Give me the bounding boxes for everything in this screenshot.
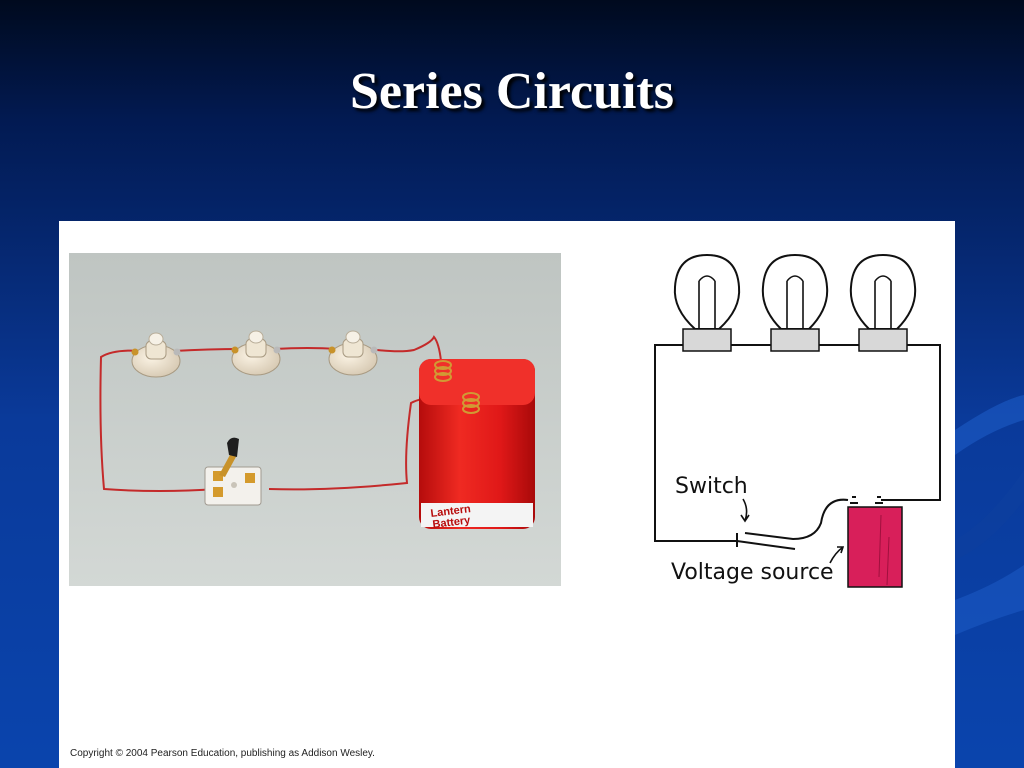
circuit-wire <box>744 498 849 541</box>
light-bulb <box>761 253 829 352</box>
slide-title: Series Circuits <box>350 63 674 120</box>
circuit-wire <box>654 344 727 542</box>
battery-label-line1: Lantern <box>430 503 472 520</box>
figure-panel: Lantern Battery <box>59 221 955 768</box>
battery-label-line2: Battery <box>432 514 472 531</box>
lantern-battery: Lantern Battery <box>419 359 535 531</box>
light-bulb <box>673 253 741 352</box>
light-bulb <box>849 253 917 352</box>
copyright-notice: Copyright © 2004 Pearson Education, publ… <box>70 748 375 759</box>
voltage-source-arrow <box>829 546 845 564</box>
bulb-socket <box>231 330 281 376</box>
switch-label: Switch <box>675 474 748 499</box>
circuit-wire <box>881 344 941 501</box>
wire <box>368 335 445 372</box>
wire <box>99 349 218 492</box>
voltage-source-label: Voltage source <box>671 560 834 585</box>
bulb-socket <box>328 330 378 376</box>
circuit-photo: Lantern Battery <box>69 253 561 586</box>
knife-switch <box>204 437 262 506</box>
switch-arrow <box>740 498 750 523</box>
series-circuit-schematic: Switch Voltage source <box>654 253 941 588</box>
wire <box>273 347 338 350</box>
bulb-socket <box>131 332 181 378</box>
voltage-source <box>847 496 903 588</box>
switch-symbol <box>727 533 796 550</box>
